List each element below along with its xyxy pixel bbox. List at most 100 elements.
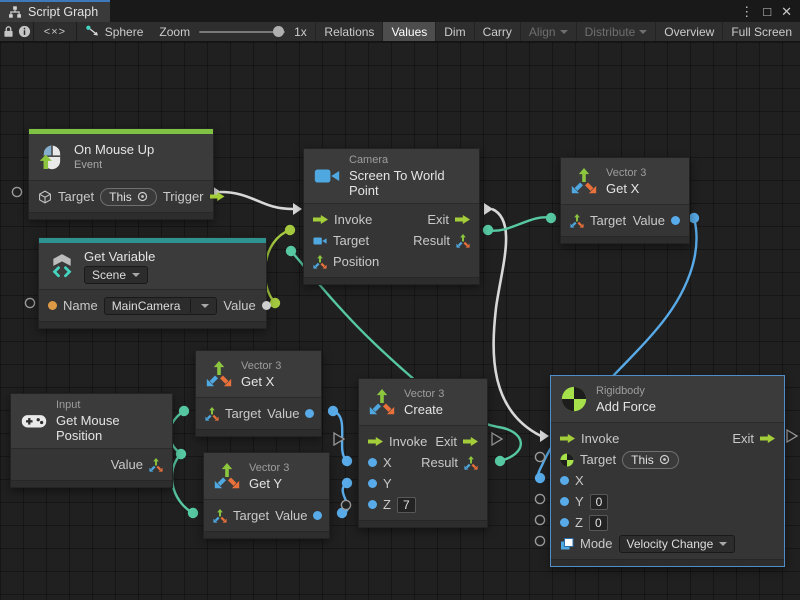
empty-flow-port[interactable] <box>786 428 799 444</box>
port-dot[interactable] <box>269 297 281 309</box>
node-category: Vector 3 <box>241 359 282 372</box>
port-label-z: Z <box>575 515 583 530</box>
node-category: Camera <box>349 154 389 166</box>
empty-port[interactable] <box>534 535 546 547</box>
empty-port[interactable] <box>534 451 546 463</box>
port-dot[interactable] <box>494 455 506 467</box>
graph-breadcrumb[interactable]: Sphere <box>77 22 152 41</box>
zoom-level: 1x <box>294 24 307 39</box>
port-dot[interactable] <box>284 224 296 236</box>
port-dot[interactable] <box>285 245 297 257</box>
lock-icon[interactable] <box>0 22 17 41</box>
node-get-x-top[interactable]: Vector 3 Get X Target Value <box>560 157 690 244</box>
value-port[interactable] <box>261 301 271 310</box>
wire-out-arrow[interactable] <box>484 203 493 215</box>
node-get-y[interactable]: Vector 3 Get Y Target Value <box>203 452 330 539</box>
wire-exit-to-invoke[interactable] <box>491 207 542 438</box>
empty-port[interactable] <box>340 499 352 511</box>
graph-canvas[interactable]: On Mouse Up Event Target This Trigger <box>0 42 800 600</box>
wire-variable-to-target[interactable] <box>263 228 291 304</box>
z-value-input[interactable]: 0 <box>588 514 608 531</box>
flow-out-port[interactable] <box>760 434 775 443</box>
dim-button[interactable]: Dim <box>435 22 473 41</box>
wire-trigger-to-invoke[interactable] <box>219 190 294 211</box>
y-port[interactable] <box>368 479 377 488</box>
node-on-mouse-up[interactable]: On Mouse Up Event Target This Trigger <box>28 128 225 220</box>
node-get-x-mid[interactable]: Vector 3 Get X Target Value <box>195 350 322 437</box>
node-get-variable[interactable]: Get Variable Scene Name MainCamera Value <box>38 237 271 329</box>
wire-mouse-to-gety[interactable] <box>170 453 194 515</box>
wire-result-to-getx[interactable] <box>487 216 552 232</box>
zoom-slider[interactable] <box>199 25 286 37</box>
value-port[interactable] <box>313 511 323 520</box>
info-icon[interactable] <box>17 22 34 41</box>
port-dot[interactable] <box>341 477 353 489</box>
close-icon[interactable]: ✕ <box>781 3 792 19</box>
node-screen-to-world-point[interactable]: Camera Screen To World Point Invoke Exit… <box>303 148 480 285</box>
empty-flow-port[interactable] <box>333 431 346 447</box>
maximize-icon[interactable]: □ <box>763 3 772 19</box>
flow-in-port[interactable] <box>313 215 328 224</box>
relations-button[interactable]: Relations <box>315 22 382 41</box>
target-picker[interactable]: This <box>100 187 157 206</box>
port-dot[interactable] <box>545 212 557 224</box>
empty-flow-port[interactable] <box>491 431 504 447</box>
z-port[interactable] <box>368 500 377 509</box>
port-label-invoke: Invoke <box>581 431 620 446</box>
cube-icon <box>38 190 52 204</box>
node-get-mouse-position[interactable]: Input Get Mouse Position Value <box>10 393 173 488</box>
port-dot[interactable] <box>327 405 339 417</box>
port-dot[interactable] <box>341 455 353 467</box>
value-port[interactable] <box>305 409 315 418</box>
port-dot[interactable] <box>175 448 187 460</box>
x-port[interactable] <box>368 458 377 467</box>
port-dot[interactable] <box>482 224 494 236</box>
chevron-down-icon <box>639 29 648 34</box>
port-dot[interactable] <box>178 405 190 417</box>
distribute-button[interactable]: Distribute <box>575 22 656 41</box>
target-picker[interactable]: This <box>622 450 679 469</box>
node-add-force[interactable]: Rigidbody Add Force Invoke Exit Target T… <box>550 375 785 567</box>
wire-in-arrow[interactable] <box>293 203 302 215</box>
node-create-vector3[interactable]: Vector 3 Create Invoke Exit X Result <box>358 378 488 528</box>
window-menu-icon[interactable]: ⋮ <box>740 3 754 19</box>
x-port[interactable] <box>560 476 569 485</box>
y-port[interactable] <box>560 497 569 506</box>
port-label-target: Target <box>58 189 95 204</box>
name-port[interactable] <box>48 301 57 310</box>
wire-in-arrow[interactable] <box>540 430 549 442</box>
empty-port[interactable] <box>534 493 546 505</box>
port-dot[interactable] <box>534 472 546 484</box>
full-screen-button[interactable]: Full Screen <box>722 22 800 41</box>
vector3-icon <box>214 463 240 489</box>
flow-in-port[interactable] <box>560 434 575 443</box>
flow-out-port[interactable] <box>463 437 478 446</box>
carry-button[interactable]: Carry <box>473 22 520 41</box>
port-dot[interactable] <box>336 507 348 519</box>
flow-out-port[interactable] <box>209 192 225 201</box>
align-button[interactable]: Align <box>519 22 576 41</box>
flow-out-port[interactable] <box>455 215 470 224</box>
port-dot[interactable] <box>688 212 700 224</box>
port-label-value: Value <box>223 298 256 313</box>
mode-dropdown[interactable]: Velocity Change <box>618 534 736 553</box>
zoom-slider-handle[interactable] <box>273 25 285 37</box>
flow-in-port[interactable] <box>368 437 383 446</box>
values-button[interactable]: Values <box>382 22 436 41</box>
variable-name-dropdown[interactable]: MainCamera <box>103 296 218 315</box>
z-value-input[interactable]: 7 <box>396 496 416 513</box>
overview-button[interactable]: Overview <box>655 22 722 41</box>
node-title: Create <box>404 401 444 417</box>
empty-port[interactable] <box>24 297 36 309</box>
camera-icon <box>313 234 327 248</box>
code-view-icon[interactable]: <×> <box>43 25 67 38</box>
node-title: Add Force <box>596 398 656 414</box>
empty-port[interactable] <box>534 514 546 526</box>
z-port[interactable] <box>560 518 569 527</box>
variable-kind-dropdown[interactable]: Scene <box>84 265 149 284</box>
port-dot[interactable] <box>187 507 199 519</box>
y-value-input[interactable]: 0 <box>589 493 609 510</box>
tab-script-graph[interactable]: Script Graph <box>0 0 111 22</box>
value-port[interactable] <box>671 216 680 225</box>
empty-port[interactable] <box>11 186 23 198</box>
